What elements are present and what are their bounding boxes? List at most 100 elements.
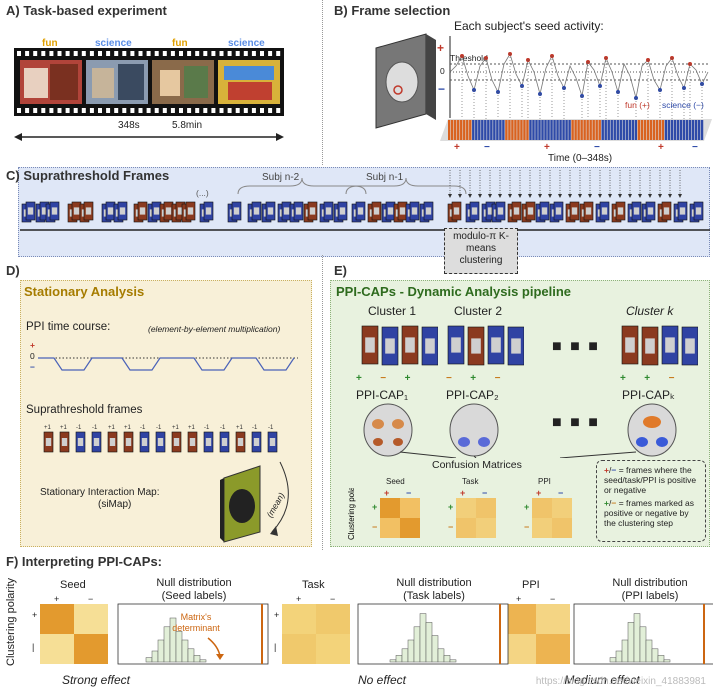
barcode-bar: [685, 120, 689, 140]
c1-sign-0: +: [356, 373, 362, 384]
film-sprocket: [162, 108, 167, 113]
panel-f-title: F) Interpreting PPI-CAPs:: [6, 554, 163, 569]
film-sprocket: [57, 108, 62, 113]
c-frame: [251, 201, 262, 221]
duration-arrow: [14, 130, 284, 144]
c-arrowhead: [468, 194, 472, 198]
barcode-bar: [595, 120, 598, 140]
d-frame: [139, 431, 150, 453]
e-matrix-cell: [552, 518, 572, 538]
f-hist-bar: [627, 622, 635, 663]
f-hist-bar: [151, 650, 159, 663]
barcode-bar: [613, 120, 616, 140]
b-minus: −: [438, 82, 446, 96]
barcode-bar: [472, 120, 475, 140]
c-arrowhead: [648, 194, 652, 198]
f-hist-bar: [157, 639, 165, 663]
film-sprocket: [268, 51, 273, 56]
f-hist-bar: [639, 626, 647, 663]
film-sprocket: [65, 108, 70, 113]
c2-sign-0: −: [446, 373, 452, 384]
c2-signs: − + −: [446, 368, 528, 386]
e-cluster-frame: [681, 326, 699, 366]
seed-signal-plot: [448, 36, 710, 122]
film-sprocket: [138, 51, 143, 56]
subj-n-2: Subj n-2: [262, 172, 300, 183]
c-arrowhead: [518, 194, 522, 198]
film-sprocket: [251, 51, 256, 56]
barcode-bar: [454, 120, 457, 140]
c-frame: [137, 201, 148, 221]
barcode-bar: [490, 120, 493, 140]
film-sprocket: [203, 108, 208, 113]
barcode-bar: [586, 120, 589, 140]
barcode-bar: [541, 120, 544, 140]
d-frame-sign: +1: [236, 425, 244, 431]
cluster-1-label: Cluster 1: [368, 304, 417, 318]
c-frame: [281, 201, 292, 221]
f-effect-label: No effect: [358, 673, 407, 687]
e-cluster-frame: [487, 325, 505, 365]
film-sprocket: [57, 51, 62, 56]
c-frame: [677, 201, 688, 221]
film-sprocket: [130, 51, 135, 56]
c-frame: [71, 201, 82, 221]
e-cluster-frame: [641, 326, 659, 366]
barcode-bar: [565, 120, 568, 140]
barcode-bar: [463, 120, 466, 140]
f-matrix-title: Seed: [60, 579, 86, 591]
film-sprocket: [138, 108, 143, 113]
barcode-bar: [511, 120, 514, 140]
f-hist-bar: [181, 639, 189, 663]
label-fun-2: fun: [172, 38, 188, 49]
e-matrix-title: PPI: [538, 477, 551, 486]
d-frame-sign: -1: [268, 425, 274, 431]
barcode-bar: [652, 120, 656, 140]
film-sprocket: [73, 108, 78, 113]
dots-1: ■ ■ ■: [552, 338, 600, 355]
d-minus: −: [30, 362, 35, 372]
barcode-bar: [577, 120, 580, 140]
barcode-bar: [544, 120, 547, 140]
film-sprocket: [195, 108, 200, 113]
barcode-bar: [643, 120, 647, 140]
kmeans-box: modulo-π K-means clustering: [444, 228, 518, 274]
barcode-bar: [616, 120, 619, 140]
c-arrowhead: [448, 194, 452, 198]
c-frame: [631, 201, 642, 221]
film-sprocket: [170, 51, 175, 56]
b-sign-3: −: [594, 142, 600, 153]
barcode-bar: [688, 120, 692, 140]
film-sprocket: [98, 51, 102, 56]
legend-2: +/− = frames marked as positive or negat…: [604, 498, 695, 528]
barcode-bar: [469, 120, 472, 140]
c-frame: [511, 201, 522, 221]
film-sprocket: [195, 51, 200, 56]
barcode-bar: [607, 120, 610, 140]
barcode-bar: [529, 120, 532, 140]
barcode-bar: [487, 120, 490, 140]
film-sprocket: [243, 51, 248, 56]
c-arrowhead: [658, 194, 662, 198]
barcode-bar: [526, 120, 529, 140]
f-effect-label: Strong effect: [62, 673, 131, 687]
barcode-bar: [496, 120, 499, 140]
barcode-bar: [637, 120, 641, 140]
c-frame: [231, 201, 242, 221]
e-matrix-title: Seed: [386, 477, 405, 486]
barcode-bar: [619, 120, 622, 140]
ck-sign-2: −: [668, 373, 675, 384]
c-arrowhead: [618, 194, 622, 198]
barcode-bar: [532, 120, 535, 140]
f-hist-bar: [413, 626, 421, 663]
barcode-bar: [670, 120, 674, 140]
e-matrix-plus: +: [384, 488, 389, 498]
e-confusion-matrices: Seed+−+−Task+−+−PPI+−+−: [360, 476, 590, 542]
d-frame: [251, 431, 262, 453]
e-matrix-cell: [476, 518, 496, 538]
f-matrix-row-plus: +: [274, 610, 279, 620]
c-frame: [323, 201, 334, 221]
cap-1-label: PPI-CAP₁: [356, 388, 409, 402]
barcode-bar: [574, 120, 577, 140]
c-frame: [265, 201, 276, 221]
